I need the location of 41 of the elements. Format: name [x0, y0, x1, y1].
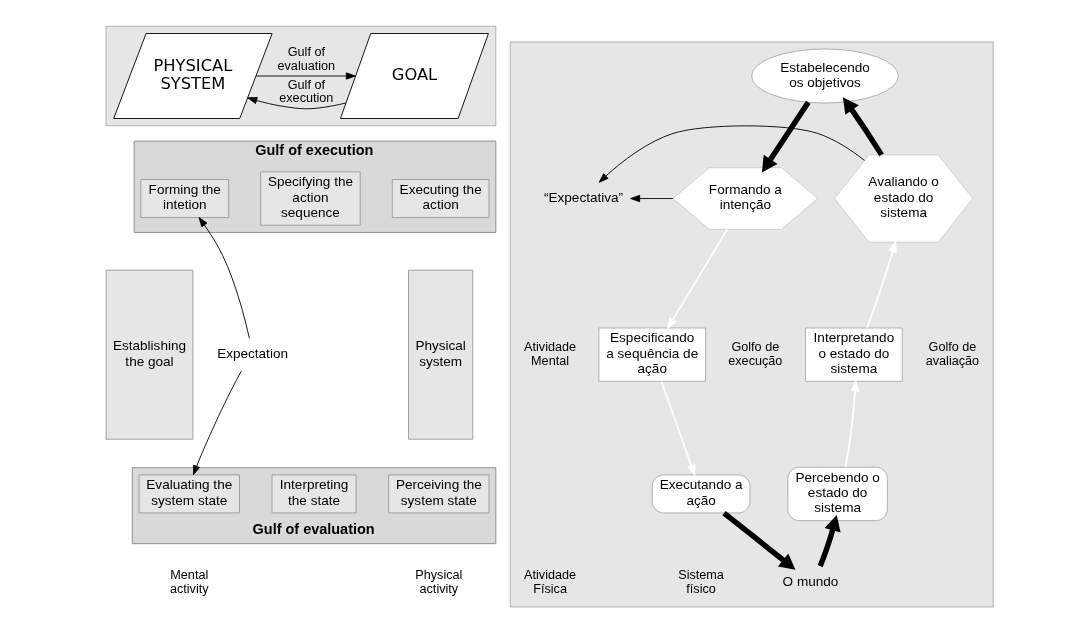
cluster [105, 25, 497, 127]
node-box: Especificando a sequência de ação [598, 327, 707, 382]
label: Atividade Mental [524, 340, 577, 368]
node-box: Physical system [408, 269, 474, 440]
node-box: Executing the action [391, 179, 490, 218]
arrow [722, 510, 796, 570]
arrow [842, 97, 884, 157]
arrow [192, 370, 242, 476]
arrow [866, 239, 897, 329]
node-box: Executando a ação [651, 474, 751, 514]
label: Sistema físico [678, 568, 724, 596]
node-box: Percebendo o estado do sistema [787, 466, 888, 522]
edge-label: Gulf of evaluation [277, 45, 336, 73]
arrow [660, 380, 696, 478]
arrow [598, 125, 865, 183]
node-box: Forming the intetion [140, 179, 230, 218]
arrow [666, 228, 729, 331]
node-text: “Expectativa” [543, 189, 624, 205]
arrow [198, 217, 250, 339]
node-text: Expectation [217, 345, 288, 361]
node-text: O mundo [782, 573, 839, 589]
arrow [247, 96, 347, 110]
label: Physical activity [415, 568, 463, 596]
node-box: Perceiving the system state [388, 474, 490, 514]
arrow [844, 378, 860, 468]
cluster [509, 41, 994, 608]
arrow [761, 100, 811, 173]
label: Golfo de execução [728, 340, 783, 368]
arrow [255, 72, 356, 80]
node-box: Establishing the goal [105, 269, 194, 440]
node-box: Evaluating the system state [138, 474, 240, 514]
node-box: Interpretando o estado do sistema [805, 327, 903, 382]
label: Golfo de avaliação [925, 340, 980, 368]
node-ellipse: Estabelecendo os objetivos [751, 48, 899, 104]
node-box: Specifying the action sequence [260, 171, 361, 226]
node-box: Interpreting the state [271, 474, 357, 514]
arrow [817, 515, 841, 568]
edge-label: Gulf of execution [279, 77, 334, 106]
arrow [630, 194, 674, 203]
label: Atividade Física [524, 568, 577, 596]
label: Mental activity [169, 568, 209, 596]
